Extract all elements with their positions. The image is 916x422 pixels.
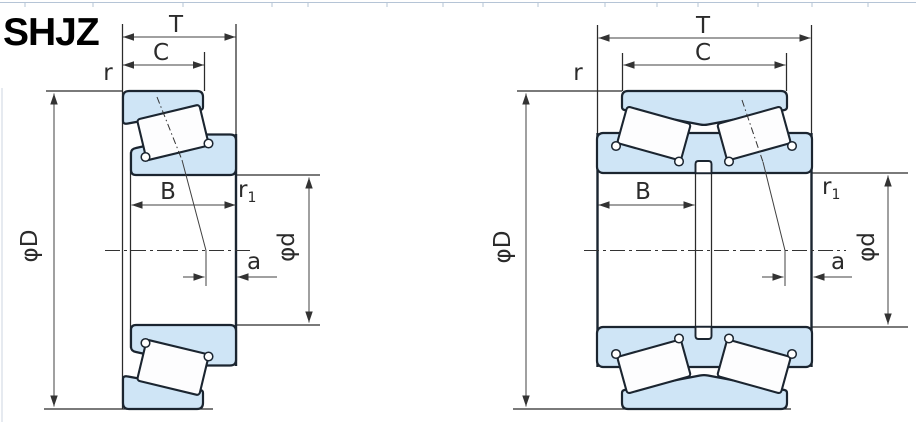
contact-line (762, 161, 786, 251)
cage-pin (786, 348, 798, 360)
label-r1-subscript: 1 (831, 187, 840, 203)
single-row-dimensions: T C r B r1 a φD φd (17, 12, 313, 407)
cage-pin (610, 140, 622, 152)
figure-single-row-bearing: T C r B r1 a φD φd (17, 12, 320, 411)
label-r1-subscript: 1 (247, 190, 256, 206)
figure-double-row-bearing: T C r B r1 a φD φd (490, 13, 908, 411)
cone-spacer-gap-top (694, 160, 713, 175)
label-a: a (247, 249, 261, 275)
tapered-roller-top (136, 104, 210, 161)
label-a: a (831, 249, 845, 275)
label-phi-d: φd (854, 232, 880, 262)
tapered-roller-bottom-left (616, 339, 692, 394)
label-phi-d: φd (274, 232, 300, 262)
tapered-roller-bottom-right (716, 339, 792, 394)
label-B: B (160, 179, 176, 205)
cage-pin (673, 333, 685, 344)
cage-pin (723, 333, 735, 344)
label-T: T (695, 13, 711, 39)
cage-pin (786, 140, 798, 152)
outer-ring-cup-top (121, 89, 205, 125)
label-r: r (573, 60, 583, 86)
cage-pin (610, 348, 622, 360)
cage-pin (203, 138, 214, 149)
cage-pin (140, 337, 151, 349)
label-r1-base: r (238, 177, 248, 203)
tapered-roller-bottom (136, 339, 210, 396)
outer-ring-cup-bottom (121, 375, 205, 411)
double-row-dimensions: T C r B r1 a φD φd (490, 13, 892, 407)
label-r: r (103, 60, 113, 86)
cone-spacer-gap-bottom (694, 325, 713, 340)
cage-pin (203, 351, 214, 362)
single-row-section-shapes (121, 89, 238, 411)
label-phi-D: φD (490, 231, 516, 264)
label-r1-base: r (822, 174, 832, 200)
double-row-section-shapes (595, 89, 814, 411)
label-C: C (153, 40, 169, 66)
cage-pin (140, 151, 151, 163)
page-top-rule-ticks (24, 2, 869, 7)
cage-pin (673, 156, 685, 167)
roller-axis-dashdot (156, 96, 183, 161)
label-B: B (635, 179, 651, 205)
double-row-axis-lines (584, 99, 846, 286)
label-phi-D: φD (17, 230, 43, 263)
label-C: C (695, 40, 711, 66)
label-T: T (168, 12, 184, 38)
brand-logo: SHJZ (3, 11, 99, 54)
tapered-roller-top-left (616, 106, 692, 161)
label-r1: r1 (238, 177, 256, 206)
cage-pin (723, 156, 735, 167)
label-r1: r1 (822, 174, 840, 203)
roller-axis-dashdot (741, 99, 764, 163)
